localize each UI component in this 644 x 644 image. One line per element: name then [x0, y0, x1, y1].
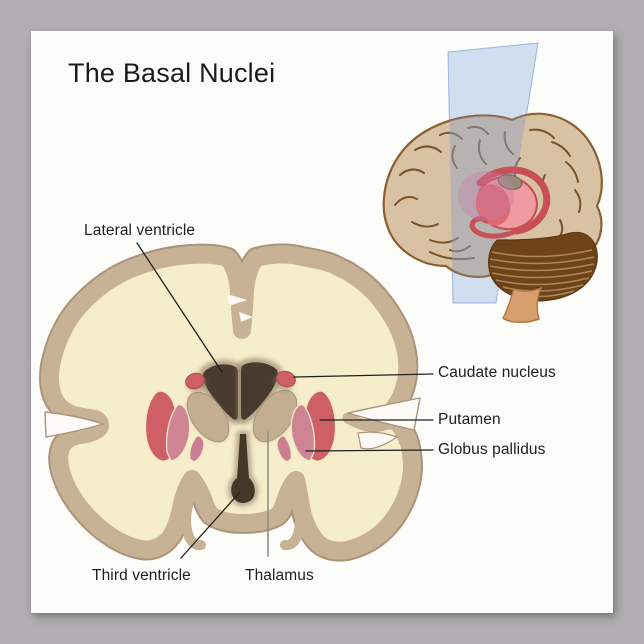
label-third-ventricle: Third ventricle [92, 567, 191, 584]
label-caudate-nucleus: Caudate nucleus [438, 364, 556, 381]
label-globus-pallidus: Globus pallidus [438, 441, 546, 458]
label-lateral-ventricle: Lateral ventricle [84, 222, 196, 239]
poster-sheet [31, 31, 613, 613]
label-putamen: Putamen [438, 411, 501, 428]
label-thalamus: Thalamus [245, 567, 314, 584]
page-title: The Basal Nuclei [68, 58, 276, 88]
